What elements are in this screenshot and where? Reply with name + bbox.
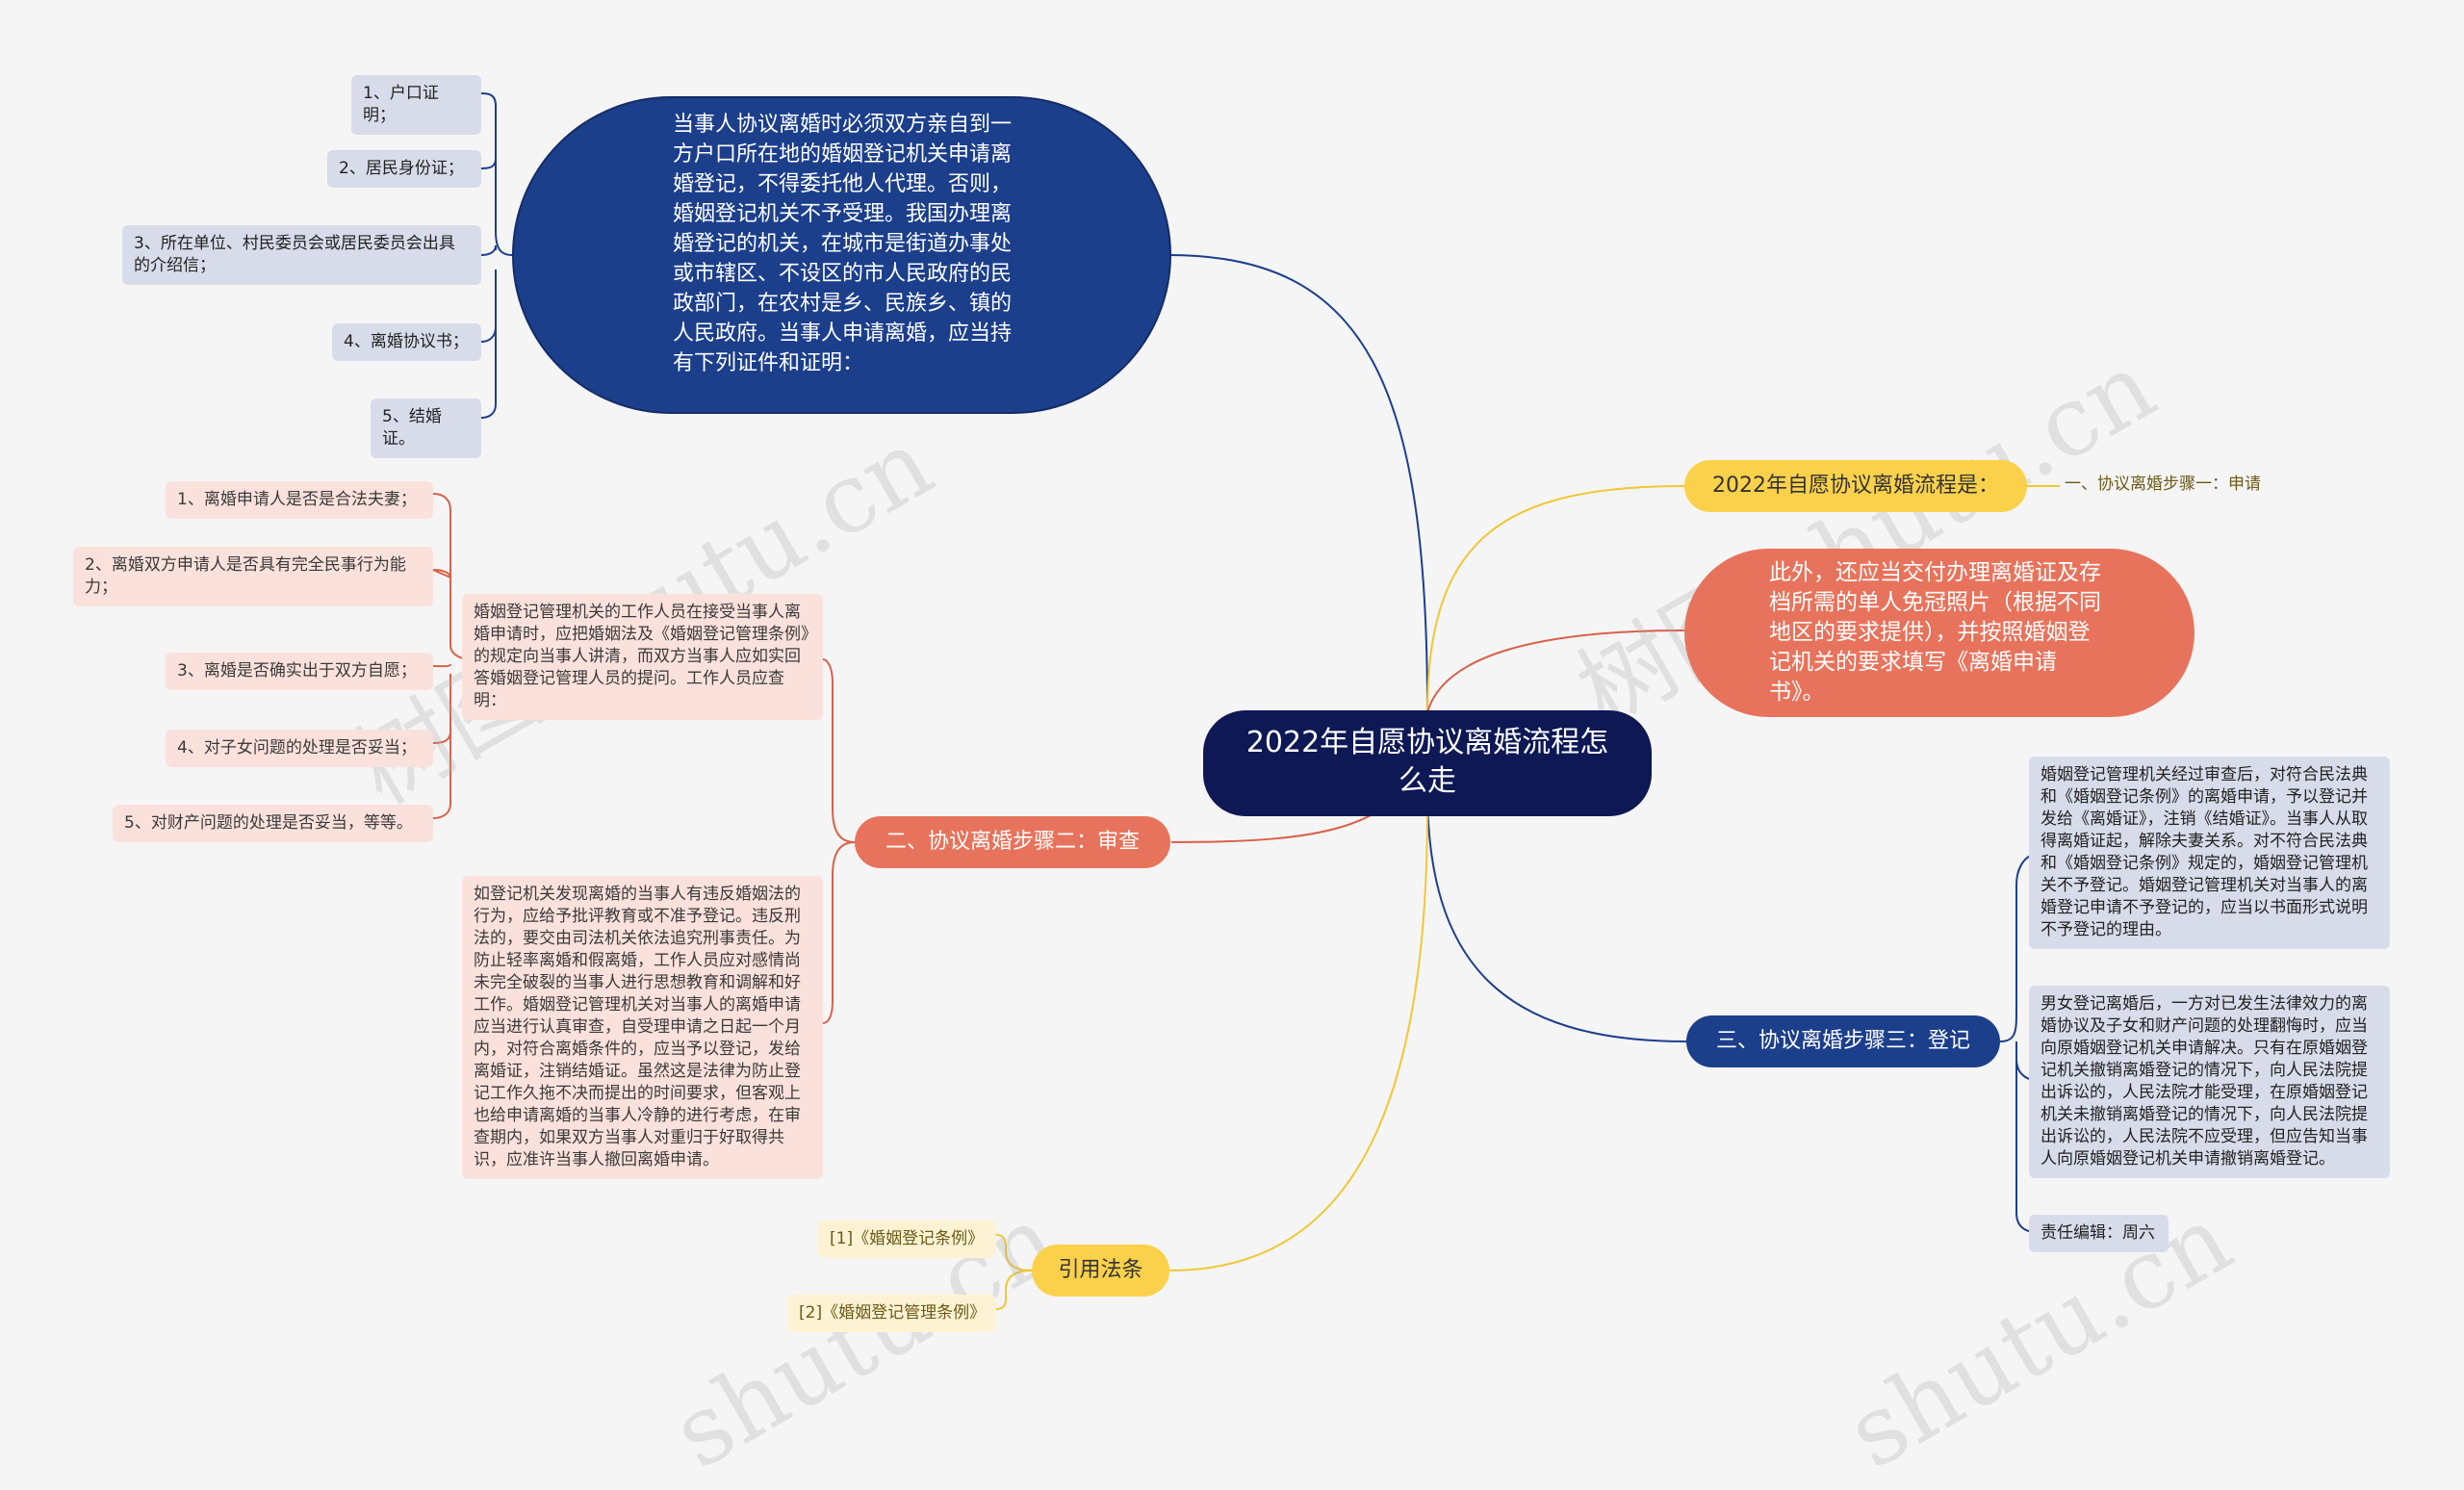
connector-center-step3: [1426, 788, 1687, 1042]
mind-map-canvas: 树图 shutu.cn 树图 shutu.cn shutu.cn shutu.c…: [73, 75, 2390, 1490]
connector-step2-note: [822, 841, 856, 1024]
connector-lines: [432, 92, 2060, 1310]
bracket-step2-items: [432, 493, 473, 819]
connector-center-topleft: [1168, 254, 1428, 713]
step2-description[interactable]: 婚姻登记管理机关的工作人员在接受当事人离婚申请时，应把婚姻法及《婚姻登记管理条例…: [462, 594, 823, 720]
connector-step2-desc: [822, 658, 856, 843]
step3-editor[interactable]: 责任编辑：周六: [2029, 1215, 2169, 1252]
step1-leaf[interactable]: 一、协议离婚步骤一：申请: [2065, 475, 2261, 494]
bracket-topleft: [480, 92, 513, 419]
step2-note[interactable]: 如登记机关发现离婚的当事人有违反婚姻法的行为，应给予批评教育或不准予登记。违反刑…: [462, 876, 823, 1179]
step2-item[interactable]: 3、离婚是否确实出于双方自愿；: [166, 653, 433, 690]
extra-info-node[interactable]: 此外，还应当交付办理离婚证及存档所需的单人免冠照片（根据不同地区的要求提供），并…: [1684, 549, 2194, 717]
topleft-item[interactable]: 5、结婚证。: [371, 398, 481, 458]
step2-item[interactable]: 2、离婚双方申请人是否具有完全民事行为能力；: [73, 547, 433, 606]
connector-center-step1: [1426, 485, 1685, 713]
step1-branch[interactable]: 2022年自愿协议离婚流程是：: [1684, 460, 2027, 512]
step2-branch[interactable]: 二、协议离婚步骤二：审查: [855, 816, 1170, 868]
references-branch[interactable]: 引用法条: [1032, 1245, 1169, 1297]
reference-item[interactable]: [2]《婚姻登记管理条例》: [787, 1295, 996, 1332]
step3-text[interactable]: 男女登记离婚后，一方对已发生法律效力的离婚协议及子女和财产问题的处理翻悔时，应当…: [2029, 986, 2390, 1178]
topleft-item[interactable]: 1、户口证明；: [351, 75, 481, 135]
step3-text[interactable]: 婚姻登记管理机关经过审查后，对符合民法典和《婚姻登记条例》的离婚申请，予以登记并…: [2029, 757, 2390, 949]
reference-item[interactable]: [1]《婚姻登记条例》: [818, 1220, 996, 1258]
topleft-main-node[interactable]: 当事人协议离婚时必须双方亲自到一方户口所在地的婚姻登记机关申请离婚登记，不得委托…: [512, 96, 1171, 414]
topleft-item[interactable]: 3、所在单位、村民委员会或居民委员会出具的介绍信；: [122, 225, 481, 285]
connector-center-extra: [1426, 629, 1685, 713]
step3-branch[interactable]: 三、协议离婚步骤三：登记: [1686, 1015, 2000, 1067]
topleft-item[interactable]: 2、居民身份证；: [327, 150, 481, 188]
step2-item[interactable]: 5、对财产问题的处理是否妥当，等等。: [113, 805, 433, 842]
step2-item[interactable]: 1、离婚申请人是否是合法夫妻；: [166, 481, 433, 519]
connector-center-refs: [1168, 808, 1428, 1272]
topleft-item[interactable]: 4、离婚协议书；: [332, 323, 481, 361]
step2-item[interactable]: 4、对子女问题的处理是否妥当；: [166, 730, 433, 767]
center-topic[interactable]: 2022年自愿协议离婚流程怎么走: [1203, 710, 1652, 816]
bracket-refs: [995, 1234, 1033, 1310]
